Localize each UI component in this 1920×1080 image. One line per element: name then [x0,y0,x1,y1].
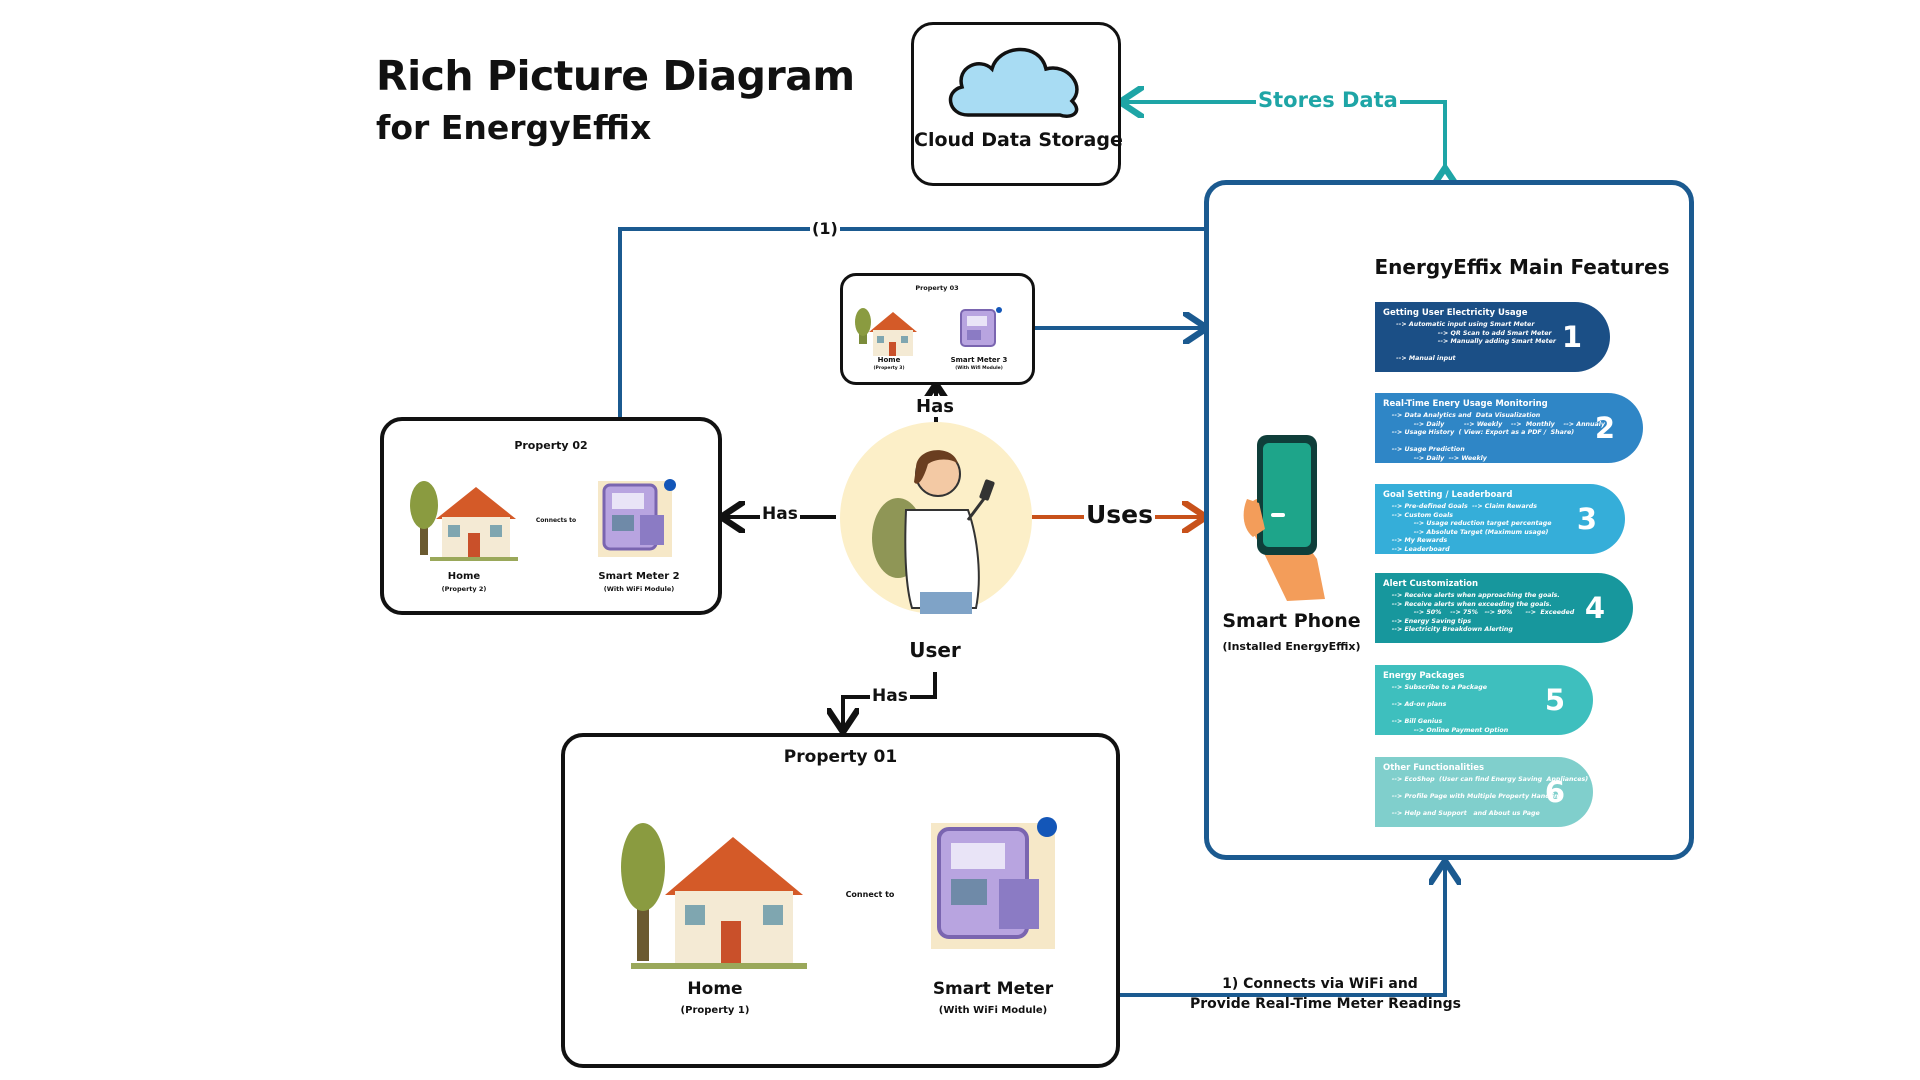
feature-heading: Energy Packages [1383,671,1465,681]
feature-number: 1 [1561,320,1582,354]
feature-details: --> Receive alerts when approaching the … [1391,592,1575,633]
property01-title: Property 01 [783,747,898,767]
link-1-connector [618,229,1258,465]
property01-meter-label: Smart Meter [932,979,1054,999]
feature-heading: Real-Time Enery Usage Monitoring [1383,399,1548,409]
feature-card-3: Goal Setting / Leaderboard --> Pre-defin… [1375,484,1625,554]
feature-details: --> EcoShop (User can find Energy Saving… [1391,776,1589,817]
feature-number: 5 [1544,683,1565,717]
feature-card-6: Other Functionalities --> EcoShop (User … [1375,757,1593,827]
page-title: Rich Picture Diagram [376,52,855,100]
feature-details: --> Automatic input using Smart Meter --… [1396,321,1557,362]
meter-link-label-line2: Provide Real-Time Meter Readings [1190,996,1461,1012]
property01-connect-label: Connect to [845,890,895,899]
property03-home-label: Home [877,356,901,364]
user-label: User [909,638,961,662]
cloud-storage-box: Cloud Data Storage [911,22,1123,186]
home-icon [410,481,518,561]
features-title: EnergyEffix Main Features [1374,255,1670,279]
feature-number: 3 [1576,502,1597,536]
smartphone-sub: (Installed EnergyEffix) [1222,640,1361,653]
stores-data-label: Stores Data [1256,88,1400,112]
feature-number: 2 [1594,411,1615,445]
feature-details: --> Data Analytics and Data Visualizatio… [1391,412,1606,462]
feature-card-2: Real-Time Enery Usage Monitoring --> Dat… [1375,393,1643,463]
home-icon [855,308,917,356]
property02-connect-label: Connects to [535,517,577,524]
has-property02-label: Has [760,504,800,524]
property03-meter-sub: (With Wifi Module) [955,366,1003,371]
feature-number: 6 [1544,775,1565,809]
property03-meter-label: Smart Meter 3 [950,356,1008,364]
property02-home-label: Home [447,571,481,582]
home-icon [621,823,807,969]
feature-card-4: Alert Customization --> Receive alerts w… [1375,573,1633,643]
smart-meter-icon [598,479,676,557]
smart-meter-icon [931,817,1057,949]
property02-home-sub: (Property 2) [441,585,487,593]
property01-home-label: Home [687,979,743,999]
has-property01-label: Has [870,686,910,706]
feature-details: --> Pre-defined Goals --> Claim Rewards … [1391,503,1552,553]
feature-heading: Getting User Electricity Usage [1383,308,1528,318]
feature-heading: Alert Customization [1383,579,1479,589]
page-subtitle: for EnergyEffix [376,108,652,147]
meter-wifi-connector [1055,865,1445,997]
smartphone-label: Smart Phone [1222,610,1361,632]
uses-label: Uses [1084,500,1156,529]
stores-data-connector [1124,102,1445,172]
property02-box: Property 02 Connects to Home (Property 2… [380,417,722,615]
meter-link-label-line1: 1) Connects via WiFi and [1222,976,1418,992]
property02-meter-sub: (With WiFi Module) [603,585,675,593]
feature-card-1: Getting User Electricity Usage --> Autom… [1375,302,1610,372]
has-property03-label: Has [914,396,956,417]
property03-home-sub: (Property 3) [873,366,905,371]
property02-title: Property 02 [514,439,588,452]
property01-home-sub: (Property 1) [680,1005,750,1016]
feature-card-5: Energy Packages --> Subscribe to a Packa… [1375,665,1593,735]
property01-meter-sub: (With WiFi Module) [938,1005,1048,1016]
cloud-label: Cloud Data Storage [914,129,1123,151]
link-1-label: (1) [810,219,840,238]
cloud-icon [948,47,1079,118]
feature-heading: Other Functionalities [1383,763,1485,773]
property03-title: Property 03 [915,284,959,292]
property03-box: Property 03 Home (Property 3) Smart Mete… [840,273,1035,385]
smart-meter-icon [960,307,1002,347]
feature-number: 4 [1584,591,1605,625]
feature-details: --> Subscribe to a Package --> Ad-on pla… [1391,684,1509,734]
feature-heading: Goal Setting / Leaderboard [1383,490,1513,500]
property02-meter-label: Smart Meter 2 [598,571,680,582]
user-figure [840,422,1032,614]
smartphone-icon [1243,435,1325,601]
property01-box: Property 01 Connect to Home (Property 1)… [561,733,1120,1068]
